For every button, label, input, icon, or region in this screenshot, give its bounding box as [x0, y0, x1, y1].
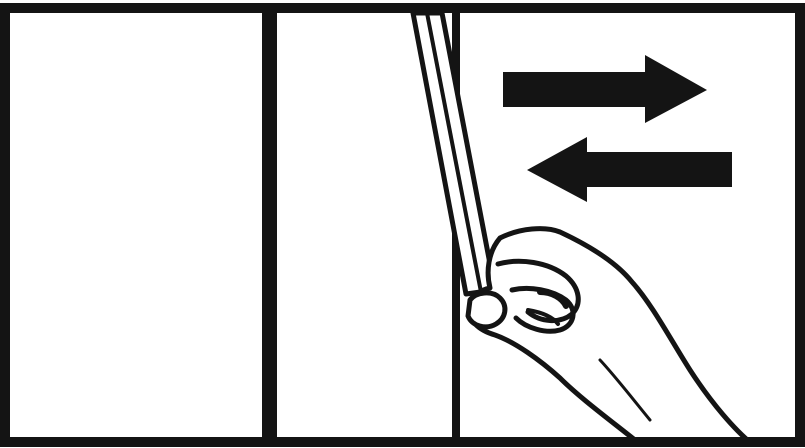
divider-thick: [262, 8, 277, 442]
